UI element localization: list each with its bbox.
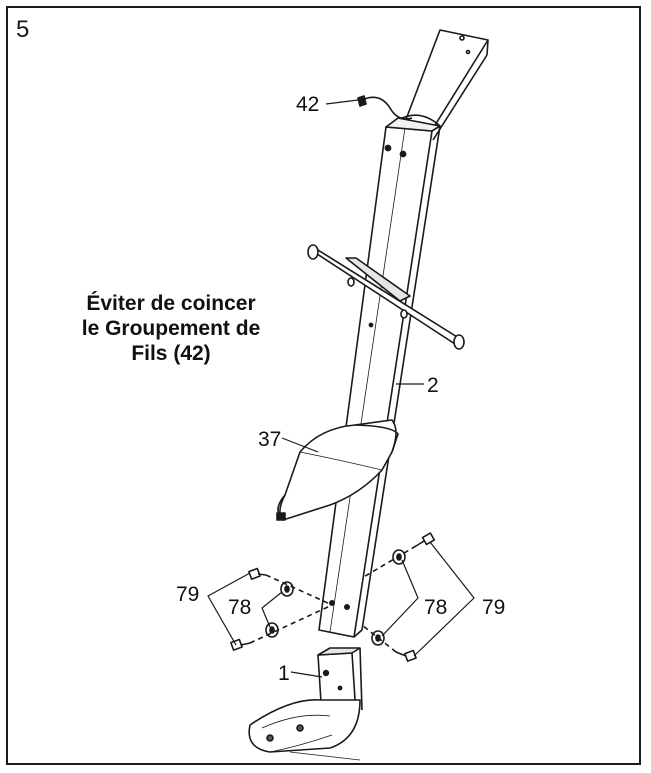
base-bracket	[248, 647, 363, 761]
callout-1: 1	[278, 662, 290, 685]
callout-79-left: 79	[176, 583, 199, 606]
callout-78-left: 78	[228, 596, 251, 619]
washer-78-left-upper	[280, 581, 294, 597]
warning-line-3: Fils (42)	[131, 342, 211, 365]
warning-line-2: le Groupement de	[81, 317, 261, 340]
leader-42	[325, 99, 359, 105]
wire-harness-warning: Éviter de coincer le Groupement de Fils …	[62, 291, 280, 366]
bolt-79-left-upper	[248, 567, 267, 580]
leader-79-right	[413, 541, 475, 657]
wire-harness	[357, 95, 413, 120]
left-hardware	[230, 567, 331, 651]
leader-37	[281, 437, 319, 453]
callout-79-right: 79	[482, 596, 505, 619]
leader-78-right	[381, 559, 419, 637]
bolt-79-left-lower	[230, 638, 251, 651]
leader-78-left	[261, 591, 283, 628]
leader-1	[290, 671, 323, 678]
right-hardware	[361, 532, 436, 662]
diagram-frame	[6, 6, 641, 765]
step-number: 5	[16, 16, 30, 43]
warning-line-1: Éviter de coincer	[86, 292, 256, 315]
callout-37: 37	[258, 428, 281, 451]
bolt-79-right-lower	[395, 649, 417, 662]
shroud-cover	[276, 419, 399, 521]
leader-79-left	[207, 572, 251, 646]
callout-42: 42	[296, 93, 319, 116]
callout-78-right: 78	[424, 596, 447, 619]
crossbar-axle	[307, 244, 465, 350]
callout-2: 2	[427, 374, 439, 397]
upright-tube	[318, 117, 441, 638]
leader-lines	[207, 99, 475, 678]
